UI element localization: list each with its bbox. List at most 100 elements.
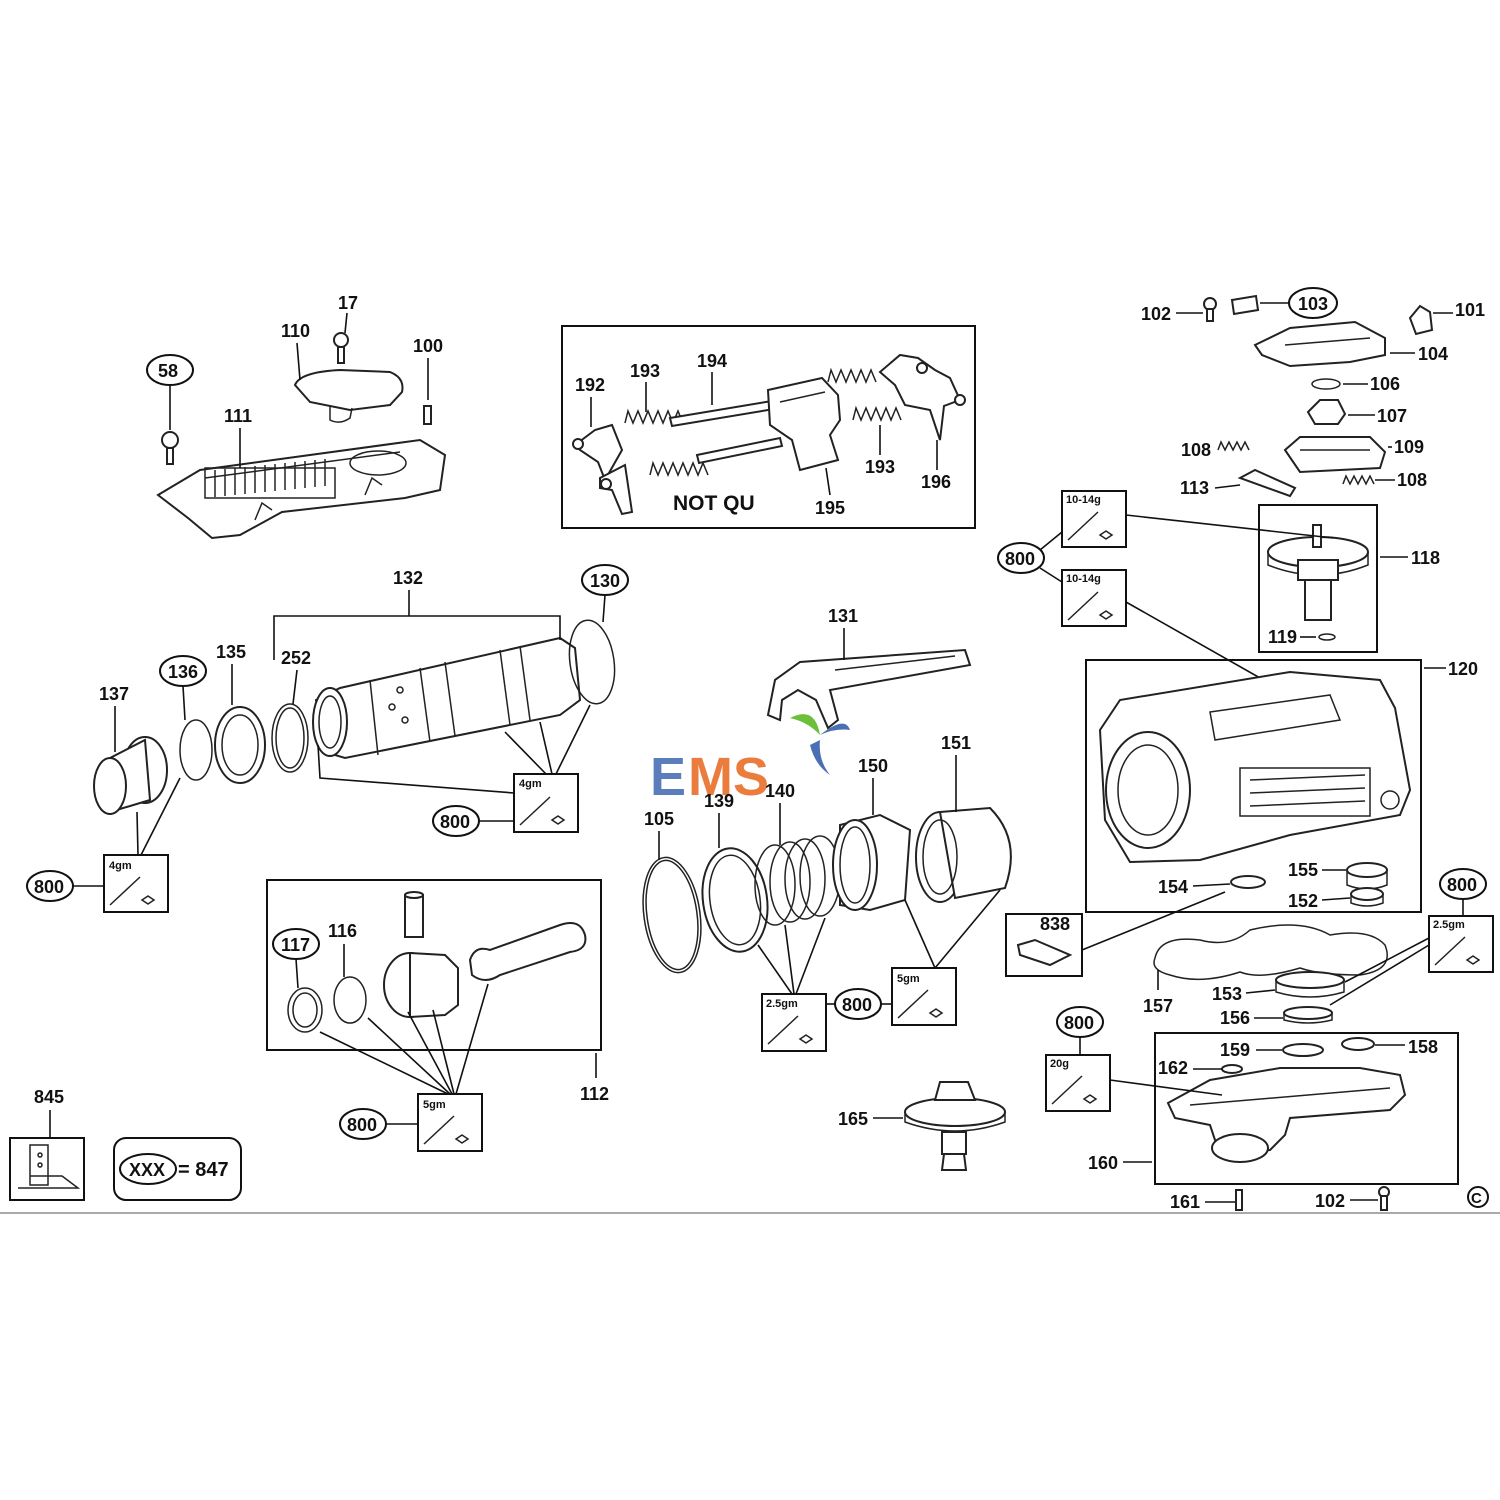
labels-118-119: 118 119 (1268, 548, 1440, 647)
label-800e: 800 (34, 877, 64, 897)
label-195: 195 (815, 498, 845, 518)
part-17-screw (333, 332, 349, 364)
label-130: 130 (590, 571, 620, 591)
label-165: 165 (838, 1109, 868, 1129)
labels-105-151: 105 139 140 150 151 (644, 733, 971, 860)
part-838: 838 (1005, 891, 1226, 977)
parts-130-137 (93, 619, 616, 815)
label-110: 110 (281, 321, 310, 341)
label-150: 150 (858, 756, 888, 776)
label-58: 58 (158, 361, 178, 381)
part-110-cap (293, 368, 404, 423)
label-153: 153 (1212, 984, 1242, 1004)
label-155: 155 (1288, 860, 1318, 880)
label-154: 154 (1158, 877, 1188, 897)
grease-callout-middle: 2.5gm 800 5gm (757, 889, 1001, 1052)
labels-120: 120 155 154 152 (1158, 659, 1478, 911)
grease-callout-right: 800 2.5gm (1329, 868, 1494, 1006)
label-140: 140 (765, 781, 795, 801)
ems-watermark-logo: E MS (650, 714, 850, 807)
label-105: 105 (644, 809, 674, 829)
parts-105-151 (642, 806, 1012, 974)
label-194: 194 (697, 351, 727, 371)
label-193b: 193 (865, 457, 895, 477)
label-132: 132 (393, 568, 423, 588)
part-131-bracket: 131 (766, 606, 972, 730)
grease-label-g7: 5gm (897, 973, 920, 985)
label-118: 118 (1411, 548, 1440, 568)
label-161: 161 (1170, 1192, 1200, 1212)
label-101: 101 (1455, 300, 1485, 320)
copyright-mark (1467, 1186, 1489, 1208)
grease-label-g2: 10-14g (1066, 573, 1101, 585)
label-135: 135 (216, 642, 246, 662)
label-131: 131 (828, 606, 858, 626)
label-117: 117 (281, 935, 310, 955)
part-165-gear: 165 (838, 1081, 1006, 1171)
label-109: 109 (1394, 437, 1424, 457)
part-160-gearcase (1166, 1037, 1407, 1163)
legend-845: 845 (9, 1087, 85, 1201)
label-160: 160 (1088, 1153, 1118, 1173)
parts-153-156: 153 156 (1212, 971, 1345, 1028)
watermark-E: E (650, 747, 686, 807)
not-qu-label: NOT QU (673, 492, 755, 515)
label-158: 158 (1408, 1037, 1438, 1057)
part-160-box (1154, 1032, 1459, 1185)
grease-label-g3: 4gm (519, 778, 542, 790)
part-112-box (266, 879, 602, 1051)
labels-not-qu: 192 193 194 193 195 196 NOT QU (575, 351, 951, 518)
label-137: 137 (99, 684, 129, 704)
label-108a: 108 (1181, 440, 1211, 460)
grease-label-g9: 20g (1050, 1058, 1069, 1070)
label-159: 159 (1220, 1040, 1250, 1060)
grease-label-g5: 2.5gm (1433, 919, 1465, 931)
label-162: 162 (1158, 1058, 1188, 1078)
label-103: 103 (1298, 294, 1328, 314)
labels-160: 159 158 162 160 161 102 C (1088, 1037, 1489, 1212)
label-116: 116 (328, 921, 357, 941)
label-102a: 102 (1141, 304, 1171, 324)
label-845: 845 (34, 1087, 64, 1107)
label-800a: 800 (1005, 549, 1035, 569)
callout-103 (1288, 287, 1338, 319)
watermark-MS: MS (688, 747, 769, 807)
labels-top-left: 17 110 100 58 111 (146, 293, 443, 468)
not-qu-assembly-box (561, 325, 976, 529)
part-132-barrel (312, 636, 582, 760)
grease-callout-20g: 800 20g (1045, 1006, 1223, 1112)
part-120-housing (1098, 670, 1412, 907)
labels-112: 117 116 112 (272, 921, 609, 1104)
switch-parts-top-right (1203, 294, 1434, 498)
label-196: 196 (921, 472, 951, 492)
label-136: 136 (168, 662, 198, 682)
part-100-pin (423, 405, 432, 425)
legend-847: = 847 (178, 1159, 229, 1181)
part-58-screw (161, 431, 179, 465)
label-139: 139 (704, 791, 734, 811)
label-112: 112 (580, 1084, 609, 1104)
label-106: 106 (1370, 374, 1400, 394)
label-193a: 193 (630, 361, 660, 381)
part-111-top-cover (156, 438, 447, 540)
part-118-gear (1267, 524, 1369, 641)
labels-top-right: 102 103 101 104 106 107 108 109 113 108 (1141, 287, 1485, 498)
label-252: 252 (281, 648, 311, 668)
label-800c: 800 (1064, 1013, 1094, 1033)
part-120-box (1085, 659, 1422, 913)
grease-label-g8: 2.5gm (766, 998, 798, 1010)
label-151: 151 (941, 733, 971, 753)
not-qu-parts (572, 353, 966, 516)
grease-callout-top-right: 10-14g 10-14g 800 (997, 490, 1334, 713)
legend-xxx-847: XXX = 847 (113, 1137, 242, 1201)
label-119: 119 (1268, 627, 1297, 647)
label-100: 100 (413, 336, 443, 356)
grease-label-g4: 4gm (109, 860, 132, 872)
legend-xxx: XXX (129, 1160, 165, 1180)
part-157-gasket: 157 (1143, 924, 1388, 1016)
label-192: 192 (575, 375, 605, 395)
grease-callout-112: 5gm 800 (319, 983, 489, 1152)
label-102b: 102 (1315, 1191, 1345, 1211)
label-800d: 800 (440, 812, 470, 832)
